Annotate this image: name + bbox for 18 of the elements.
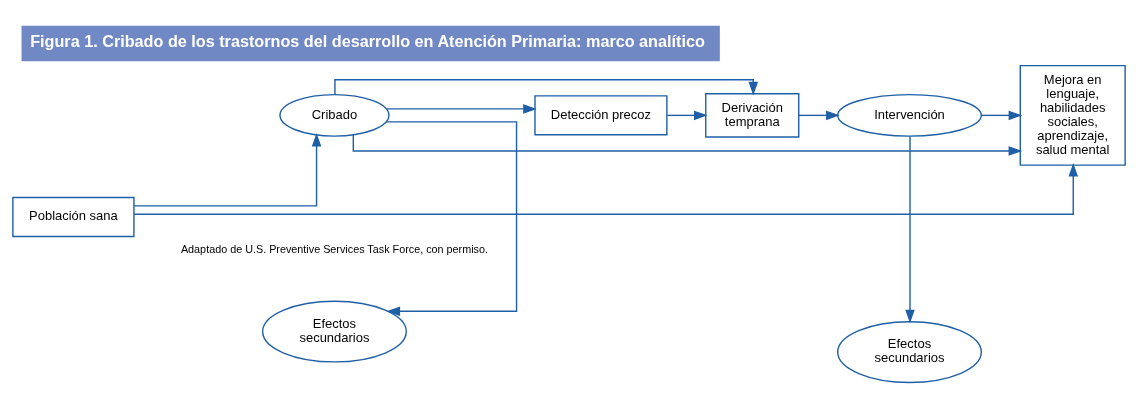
node-box: Detección precoz <box>534 95 668 136</box>
node-box: Población sana <box>12 196 135 238</box>
arrow <box>133 132 322 207</box>
diagram-title: Figura 1. Cribado de los trastornos del desarrollo en Atención Primaria: marco analítico <box>30 31 705 50</box>
arrow <box>385 104 537 114</box>
node-box: Mejora en lenguaje, habilidades sociales, aprendizaje, salud mental <box>1019 64 1126 166</box>
arrow <box>980 110 1023 121</box>
node-ellipse: Efectos secundarios <box>837 321 983 384</box>
node-box: Derivación temprana <box>705 93 800 138</box>
arrow <box>133 162 1079 215</box>
arrow <box>905 135 915 324</box>
node-ellipse: Cribado <box>279 93 390 137</box>
arrow <box>385 121 518 317</box>
arrow <box>798 110 840 121</box>
arrow <box>666 110 708 121</box>
caption: Adaptado de U.S. Preventive Services Task Force, con permiso. <box>180 243 488 256</box>
node-ellipse: Intervención <box>837 93 983 137</box>
node-ellipse: Efectos secundarios <box>261 300 407 363</box>
